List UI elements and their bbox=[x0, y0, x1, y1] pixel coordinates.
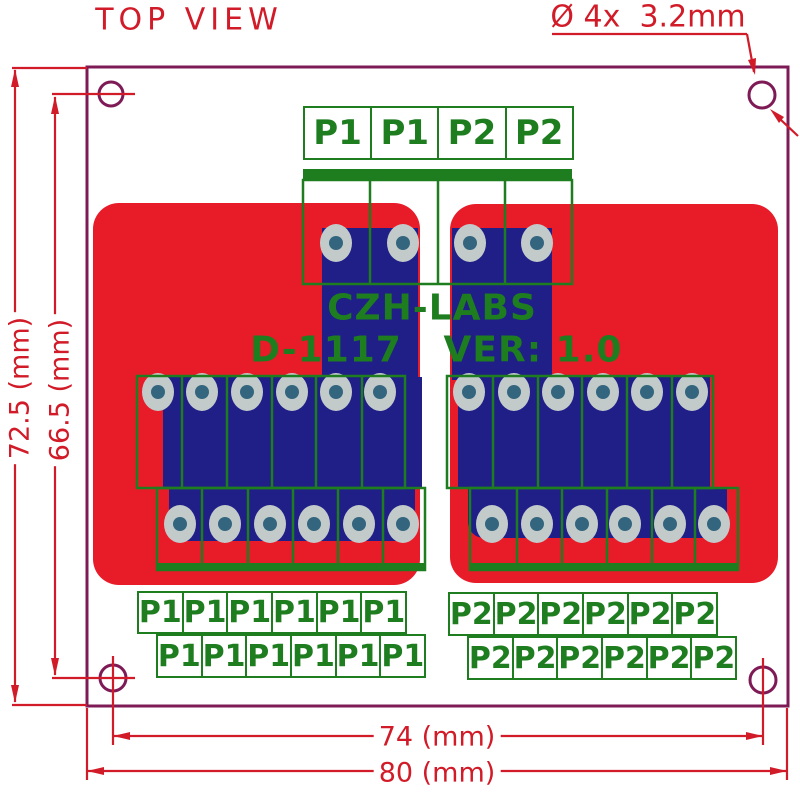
terminal-label-box: P2 bbox=[504, 108, 572, 158]
screw-terminal bbox=[142, 373, 174, 411]
screw-terminal bbox=[320, 224, 352, 262]
mounting-hole-bottom-left bbox=[98, 663, 128, 693]
terminal-block-left-lower bbox=[169, 489, 415, 541]
dim-label-hole-spacing-vertical: 66.5 (mm) bbox=[44, 313, 76, 467]
arrowhead bbox=[770, 767, 787, 775]
mounting-hole-bottom-right bbox=[748, 665, 778, 695]
screw-terminal bbox=[609, 505, 641, 543]
terminal-label-box: P2 bbox=[449, 596, 493, 632]
screw-terminal bbox=[209, 505, 241, 543]
arrowhead bbox=[87, 767, 104, 775]
arrowhead bbox=[51, 658, 59, 676]
terminal-label-box: P2 bbox=[511, 638, 556, 678]
terminal-label-box: P1 bbox=[290, 636, 335, 676]
screw-terminal bbox=[521, 224, 553, 262]
arrowhead bbox=[770, 109, 784, 123]
screw-terminal bbox=[231, 373, 263, 411]
arrowhead bbox=[11, 69, 19, 87]
terminal-label-box: P1 bbox=[360, 593, 406, 632]
terminal-label-box: P2 bbox=[671, 594, 716, 634]
terminal-block-right-main bbox=[458, 377, 710, 489]
terminal-label-box: P2 bbox=[492, 594, 537, 634]
terminal-label-box: P1 bbox=[271, 593, 316, 632]
terminal-label-box: P1 bbox=[157, 638, 201, 674]
terminal-label-box: P1 bbox=[315, 593, 361, 632]
terminal-label-box: P1 bbox=[200, 636, 245, 676]
screw-terminal bbox=[320, 373, 352, 411]
silkscreen-model: D-1117 bbox=[250, 329, 402, 371]
arrowhead bbox=[113, 732, 130, 740]
terminal-label-box: P1 bbox=[370, 108, 437, 158]
terminal-label-box: P1 bbox=[181, 593, 227, 632]
terminal-label-box: P2 bbox=[556, 638, 601, 678]
terminal-label-box: P2 bbox=[626, 594, 672, 634]
terminal-label-box: P1 bbox=[138, 595, 182, 630]
screw-terminal bbox=[453, 373, 485, 411]
terminal-label-box: P1 bbox=[313, 113, 362, 153]
silkscreen-bar-top bbox=[303, 169, 572, 180]
screw-terminal bbox=[631, 373, 663, 411]
mounting-hole-top-left bbox=[97, 80, 125, 108]
terminal-label-box: P2 bbox=[645, 638, 691, 678]
screw-terminal bbox=[542, 373, 574, 411]
terminal-label-box: P1 bbox=[226, 593, 272, 632]
screw-terminal bbox=[164, 505, 196, 543]
screw-terminal bbox=[298, 505, 330, 543]
terminal-label-box: P2 bbox=[690, 638, 735, 678]
screw-terminal bbox=[476, 505, 508, 543]
screw-terminal bbox=[387, 505, 419, 543]
mounting-hole-top-right bbox=[747, 80, 777, 110]
dim-label-board-height: 72.5 (mm) bbox=[4, 311, 36, 465]
screw-terminal bbox=[343, 505, 375, 543]
arrowhead bbox=[748, 58, 756, 75]
screw-terminal bbox=[254, 505, 286, 543]
screw-terminal bbox=[587, 373, 619, 411]
drill-note-leader bbox=[552, 32, 799, 137]
terminal-label-box: P2 bbox=[582, 594, 627, 634]
screw-terminal bbox=[186, 373, 218, 411]
dim-label-hole-spacing-horizontal: 74 (mm) bbox=[373, 721, 501, 753]
screw-terminal bbox=[521, 505, 553, 543]
terminal-label-box: P1 bbox=[245, 636, 290, 676]
terminal-label-box: P1 bbox=[379, 636, 424, 676]
terminal-label-box: P1 bbox=[334, 636, 380, 676]
arrowhead bbox=[11, 685, 19, 703]
screw-terminal bbox=[387, 224, 419, 262]
arrowhead bbox=[746, 732, 763, 740]
screw-terminal bbox=[364, 373, 396, 411]
screw-terminal bbox=[698, 505, 730, 543]
silkscreen-brand: CZH-LABS bbox=[327, 287, 537, 329]
screw-terminal bbox=[498, 373, 530, 411]
screw-terminal bbox=[276, 373, 308, 411]
drill-note: Ø 4x 3.2mm bbox=[550, 0, 746, 35]
screw-terminal bbox=[454, 224, 486, 262]
screw-terminal bbox=[676, 373, 708, 411]
arrowhead bbox=[51, 96, 59, 114]
terminal-label-box: P2 bbox=[601, 638, 646, 678]
terminal-label-box: P2 bbox=[468, 640, 512, 676]
screw-terminal bbox=[566, 505, 598, 543]
silkscreen-version: VER: 1.0 bbox=[443, 329, 623, 371]
terminal-label-box: P2 bbox=[537, 594, 582, 634]
dim-label-board-width: 80 (mm) bbox=[373, 757, 501, 789]
screw-terminal bbox=[654, 505, 686, 543]
page-title: TOP VIEW bbox=[95, 2, 283, 38]
terminal-label-box: P2 bbox=[437, 108, 504, 158]
